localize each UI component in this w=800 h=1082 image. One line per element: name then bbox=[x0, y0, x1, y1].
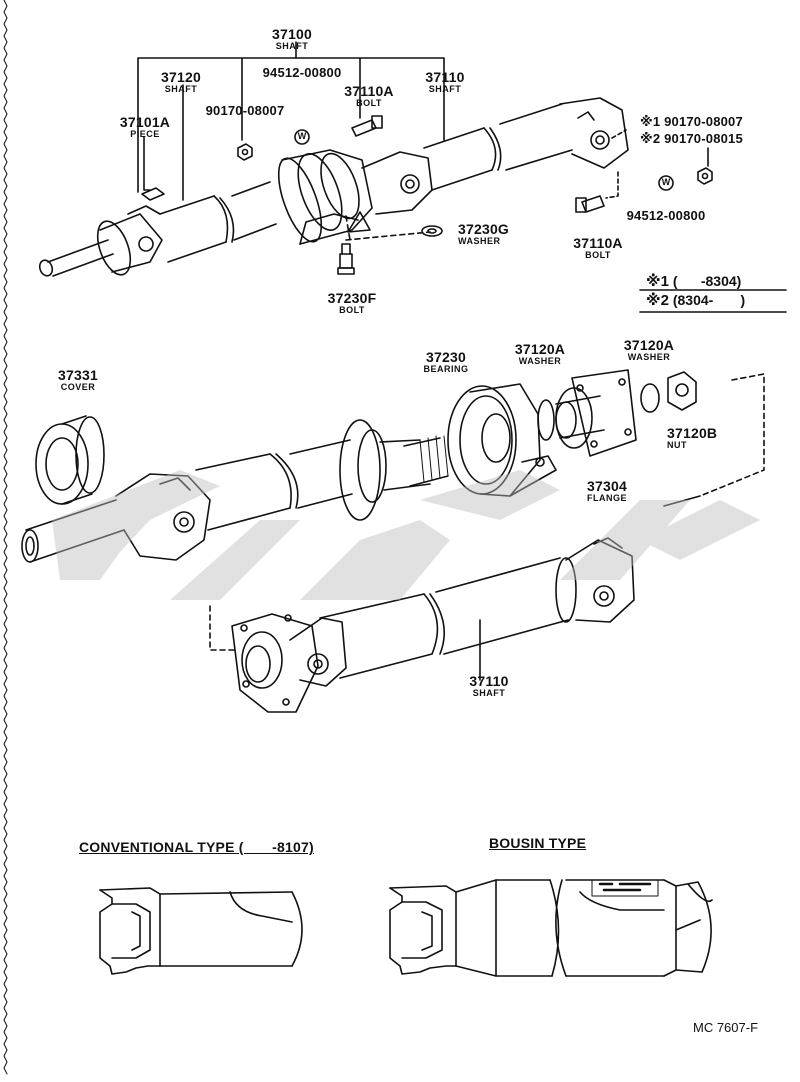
part-number: ※1 90170-08007 bbox=[640, 114, 743, 129]
label-94512-00800-right: 94512-00800 bbox=[627, 209, 706, 222]
title-bousin-type: BOUSIN TYPE bbox=[489, 835, 587, 851]
part-name: SHAFT bbox=[164, 84, 198, 94]
washer-37120A-right bbox=[640, 383, 660, 413]
shaft-37120-tube-mid bbox=[195, 453, 291, 531]
nut-90170-right bbox=[697, 167, 713, 185]
part-name: FLANGE bbox=[587, 493, 627, 503]
label-37120B: 37120B NUT bbox=[667, 426, 717, 450]
label-37110A-bolt-top: 37110A BOLT bbox=[344, 84, 393, 108]
part-name: SHAFT bbox=[428, 84, 462, 94]
part-number: 37331 bbox=[58, 367, 98, 383]
part-name: WASHER bbox=[458, 236, 501, 246]
label-37120A-washer-1: 37120A WASHER bbox=[515, 342, 565, 366]
cover-37331 bbox=[35, 415, 105, 505]
part-name: BEARING bbox=[423, 364, 469, 374]
part-number: 94512-00800 bbox=[262, 65, 342, 80]
bracket-37100 bbox=[137, 57, 445, 193]
bolt-37110A-top bbox=[351, 115, 383, 137]
label-star1: ※1 90170-08007 bbox=[640, 115, 743, 128]
part-number: 37101A bbox=[119, 114, 171, 130]
label-94512-00800-top: 94512-00800 bbox=[263, 66, 342, 79]
label-37120A-washer-2: 37120A WASHER bbox=[624, 338, 674, 362]
page-edge-zigzag bbox=[3, 0, 8, 1075]
washer-37120A-small bbox=[537, 399, 555, 441]
title-conventional-type: CONVENTIONAL TYPE ( -8107) bbox=[79, 839, 314, 855]
part-number: 37110 bbox=[425, 69, 465, 85]
part-name: BOLT bbox=[339, 305, 365, 315]
part-number: ※2 90170-08015 bbox=[640, 131, 743, 146]
note-mark: ※2 bbox=[646, 292, 669, 309]
label-37101A: 37101A PIECE bbox=[120, 115, 170, 139]
bolt-37110A-right bbox=[575, 195, 605, 213]
part-name: BOLT bbox=[356, 98, 382, 108]
nut-37120B bbox=[667, 371, 697, 411]
label-37110A-bolt-right: 37110A BOLT bbox=[573, 236, 622, 260]
rear-yoke-37110 bbox=[565, 537, 635, 623]
part-name: WASHER bbox=[518, 356, 562, 366]
label-37120: 37120 SHAFT bbox=[161, 70, 201, 94]
center-bearing-37230 bbox=[447, 383, 557, 497]
note-line-2: ※2 (8304- ) bbox=[646, 293, 745, 308]
part-number: 37304 bbox=[587, 478, 627, 494]
note-text: (8304- ) bbox=[672, 292, 746, 308]
part-name: SHAFT bbox=[275, 41, 309, 51]
washer-w-glyph-top: W bbox=[297, 131, 307, 141]
note-text: ( -8304) bbox=[672, 273, 742, 289]
part-name: WASHER bbox=[627, 352, 671, 362]
shaft-37110-tube-bottom bbox=[319, 593, 433, 679]
part-number: 37120A bbox=[514, 341, 566, 357]
shaft-37120-tube bbox=[159, 195, 227, 263]
label-37230: 37230 BEARING bbox=[423, 350, 468, 374]
washer-w-glyph-right: W bbox=[661, 177, 671, 187]
part-number: 37230 bbox=[426, 349, 466, 365]
part-number: 37120 bbox=[161, 69, 201, 85]
note-mark: ※1 bbox=[646, 273, 669, 290]
part-name: PIECE bbox=[130, 129, 160, 139]
part-number: 37100 bbox=[272, 26, 312, 42]
part-name: COVER bbox=[60, 382, 96, 392]
label-37304: 37304 FLANGE bbox=[587, 479, 627, 503]
part-number: 37110A bbox=[344, 83, 394, 99]
label-37230G: 37230G WASHER bbox=[458, 222, 509, 246]
part-number: 94512-00800 bbox=[626, 208, 706, 223]
bousin-type-drawing bbox=[389, 879, 713, 977]
watermark bbox=[52, 470, 760, 600]
part-number: 37230F bbox=[327, 290, 377, 306]
label-37110-top: 37110 SHAFT bbox=[425, 70, 464, 94]
part-number: 37110 bbox=[469, 673, 509, 689]
label-star2: ※2 90170-08015 bbox=[640, 132, 743, 145]
label-37331: 37331 COVER bbox=[58, 368, 98, 392]
part-name: NUT bbox=[667, 440, 687, 450]
bolt-37230F bbox=[337, 243, 355, 275]
washer-37230G bbox=[421, 225, 443, 237]
part-name: BOLT bbox=[585, 250, 611, 260]
part-number: 37120B bbox=[667, 425, 718, 441]
washer-94512-right bbox=[658, 175, 674, 191]
part-number: 37230G bbox=[458, 221, 510, 237]
label-37230F: 37230F BOLT bbox=[328, 291, 377, 315]
washer-94512-top bbox=[294, 129, 310, 145]
note-line-1: ※1 ( -8304) bbox=[646, 274, 741, 289]
part-name: SHAFT bbox=[472, 688, 506, 698]
label-37110-bottom: 37110 SHAFT bbox=[469, 674, 508, 698]
label-37100: 37100 SHAFT bbox=[272, 27, 312, 51]
nut-90170-top bbox=[237, 143, 253, 161]
conventional-type-drawing bbox=[99, 887, 303, 975]
piece-37101A bbox=[141, 187, 165, 201]
part-number: 37110A bbox=[573, 235, 623, 251]
part-number: 90170-08007 bbox=[205, 103, 285, 118]
part-number: 37120A bbox=[623, 337, 675, 353]
front-flange-yoke-37110 bbox=[231, 613, 347, 713]
label-90170-08007: 90170-08007 bbox=[206, 104, 285, 117]
figure-code: MC 7607-F bbox=[693, 1020, 759, 1035]
shaft-37110-tube-top bbox=[423, 127, 493, 191]
flange-37304 bbox=[555, 369, 637, 457]
